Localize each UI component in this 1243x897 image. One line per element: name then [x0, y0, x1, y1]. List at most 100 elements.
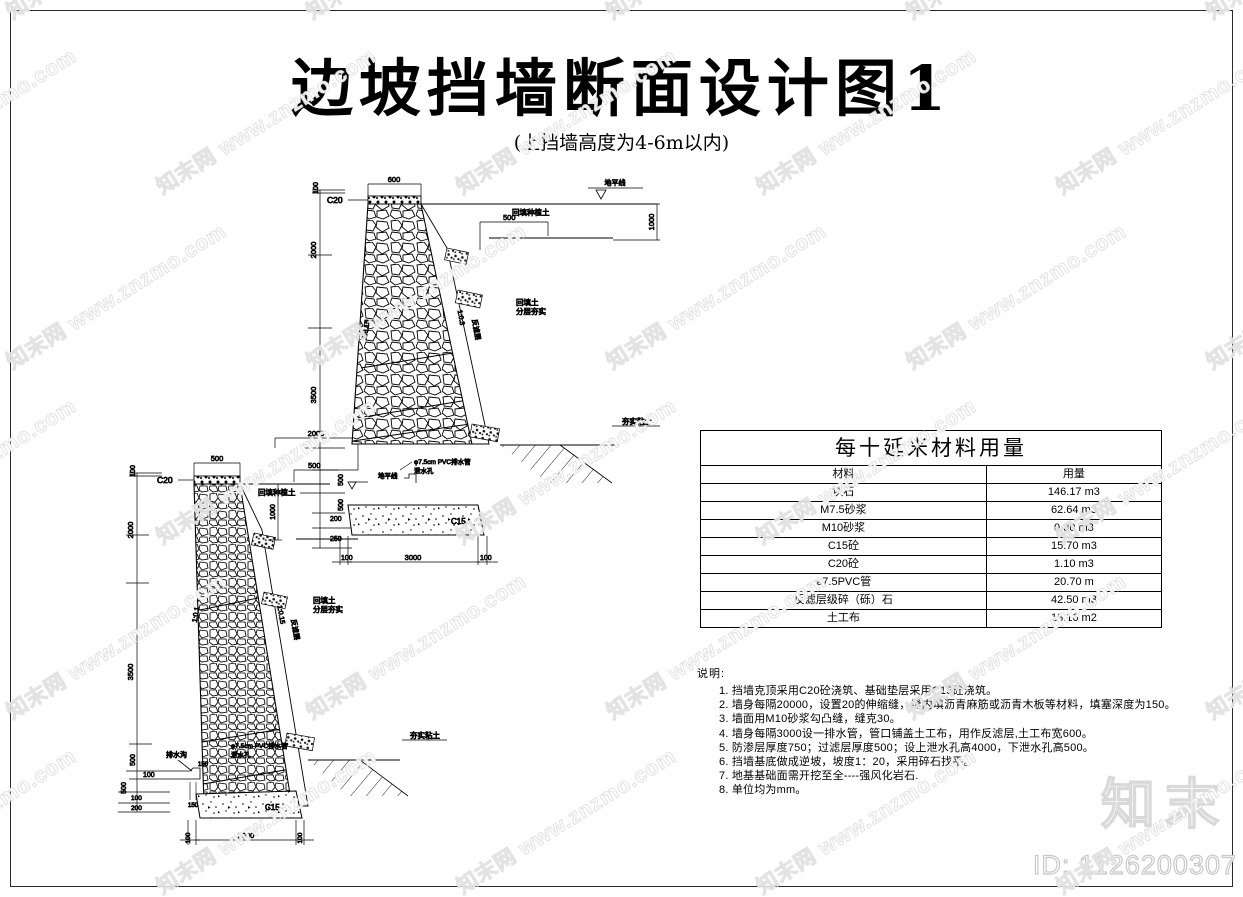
cell-quantity: 62.64 m3: [985, 501, 1163, 520]
svg-text:2000: 2000: [238, 831, 255, 840]
upper-filter-label: 反滤层: [470, 318, 483, 340]
upper-wall-section: 100 2000 3500 500 500 200 250 2000: [274, 175, 660, 565]
table-row: M10砂浆 0.30 m3: [700, 519, 1163, 538]
upper-foundation-label: C15: [451, 517, 466, 526]
lower-slope-left: 1:0.1: [192, 606, 202, 623]
upper-ditch-and-level: 地平线: [347, 471, 417, 490]
upper-dim-top-600: 600: [367, 175, 422, 196]
lower-ditch-dim: 150: [198, 762, 209, 768]
upper-backfill-layer-label-1: 回填土: [516, 297, 539, 307]
lower-backfill-layer-label-1: 回填土: [313, 595, 336, 605]
table-row: M7.5砂浆 62.64 m3: [700, 501, 1163, 520]
svg-text:500: 500: [338, 499, 345, 511]
upper-dim-step-500: 500: [479, 213, 549, 250]
svg-text:100: 100: [143, 772, 155, 779]
svg-text:1000: 1000: [647, 214, 656, 231]
cell-quantity: 42.50 m3: [985, 591, 1163, 610]
notes-list: 1. 挡墙克顶采用C20砼浇筑、基础垫层采用C15砼浇筑。 2. 墙身每隔200…: [697, 684, 1197, 798]
upper-backfill-plant-label: 回填种植土: [512, 207, 550, 217]
cell-quantity: 0.30 m3: [985, 519, 1163, 538]
notes-heading: 说明:: [697, 668, 726, 680]
svg-text:100: 100: [130, 465, 137, 477]
svg-text:500: 500: [338, 474, 345, 486]
svg-text:250: 250: [330, 536, 342, 543]
cell-quantity: 13.16 m2: [985, 609, 1163, 628]
lower-compacted-clay: 夯实粘土: [308, 730, 447, 797]
upper-drain-pipe-label: φ7.5cm PVC排水管: [414, 457, 471, 466]
table-row: 反滤层级碎（砾）石 42.50 m3: [700, 591, 1163, 610]
cell-quantity: 1.10 m3: [985, 555, 1163, 574]
lower-drainage-ditch: 排水沟 150 150: [166, 750, 209, 810]
upper-compacted-clay: 夯实粘土: [500, 416, 660, 484]
notes-block: 说明: 1. 挡墙克顶采用C20砼浇筑、基础垫层采用C15砼浇筑。 2. 墙身每…: [697, 665, 1197, 798]
upper-foundation-c15: C15: [347, 504, 485, 536]
lower-clay-label: 夯实粘土: [410, 730, 440, 740]
svg-text:100: 100: [131, 795, 142, 802]
lower-foundation-label: C15: [265, 803, 280, 812]
svg-text:100: 100: [480, 555, 492, 562]
svg-text:1:0.15: 1:0.15: [275, 605, 285, 625]
upper-cap-label: C20: [327, 195, 343, 205]
cell-material: ø7.5PVC管: [700, 573, 987, 592]
table-title-row: 每十延米材料用量: [700, 430, 1162, 466]
cell-quantity: 20.70 m: [985, 573, 1163, 592]
svg-text:地平线: 地平线: [378, 471, 398, 480]
lower-dim-top-500: 500: [193, 454, 241, 476]
upper-weep-hole-label: 泄水孔: [414, 466, 434, 475]
upper-dim-2000: 2000: [274, 429, 359, 470]
svg-text:150: 150: [188, 803, 199, 809]
upper-drain-pipe-annotation: φ7.5cm PVC排水管 泄水孔: [399, 457, 471, 475]
lower-left-dimension-chain: 100 2000 3500 500 100 500 100 200: [118, 465, 170, 813]
lower-weep-hole-label: 泄水孔: [231, 750, 251, 759]
note-item: 4. 墙身每隔3000设一排水管，管口铺盖土工布，用作反滤层,土工布宽600。: [719, 727, 1093, 740]
svg-text:500: 500: [308, 461, 321, 470]
svg-text:3500: 3500: [126, 664, 135, 681]
svg-text:500: 500: [130, 754, 137, 766]
note-item: 3. 墙面用M10砂浆勾凸缝，缝克30。: [719, 713, 901, 726]
lower-filter-label: 反滤层: [289, 618, 302, 640]
svg-text:100: 100: [185, 832, 192, 843]
svg-text:3500: 3500: [309, 387, 318, 404]
cell-material: M7.5砂浆: [700, 501, 987, 520]
note-item: 8. 单位均为mm。: [719, 784, 807, 797]
header-material: 材料: [700, 465, 987, 484]
svg-text:500: 500: [211, 454, 224, 463]
svg-text:200: 200: [330, 516, 342, 523]
svg-text:1:0.3: 1:0.3: [456, 310, 466, 326]
lower-dim-step-500: 500: [293, 461, 358, 482]
svg-text:3000: 3000: [405, 553, 422, 562]
svg-text:200: 200: [131, 805, 142, 812]
svg-text:500: 500: [503, 213, 516, 222]
svg-text:2000: 2000: [308, 429, 325, 438]
svg-text:500: 500: [121, 782, 128, 794]
lower-backfill-layer-label-2: 分层夯实: [313, 604, 343, 614]
svg-text:100: 100: [341, 555, 353, 562]
table-title: 每十延米材料用量: [700, 430, 1162, 466]
header-quantity: 用量: [985, 465, 1163, 484]
page-title: 边坡挡墙断面设计图1: [290, 52, 953, 125]
upper-base-dimension: 100 3000 100: [332, 536, 498, 565]
lower-cap-label: C20: [157, 475, 173, 485]
note-item: 2. 墙身每隔20000，设置20的伸缩缝，缝内填沥青麻筋或沥青木板等材料，填塞…: [719, 699, 1176, 712]
note-item: 5. 防渗层厚度750；过滤层厚度500；设上泄水孔高4000，下泄水孔高500…: [719, 741, 1094, 754]
upper-left-dimension-chain: 100 2000 3500 500 500 200 250: [300, 182, 352, 549]
lower-dim-1000: 1000: [268, 483, 282, 541]
table-row: 土工布 13.16 m2: [700, 609, 1163, 628]
table-row: C15砼 15.70 m3: [700, 537, 1163, 556]
cell-material: 土工布: [700, 609, 987, 628]
svg-text:600: 600: [388, 175, 401, 184]
upper-backfill-layer-label-2: 分层夯实: [516, 306, 546, 316]
lower-wall-section: 100 2000 3500 500 100 500 100 200 500: [118, 454, 447, 845]
upper-dim-1000: 1000: [613, 203, 660, 241]
svg-text:100: 100: [313, 182, 320, 194]
cell-material: 块石: [700, 483, 987, 502]
sheet-border: [10, 10, 1233, 887]
svg-text:100: 100: [297, 832, 304, 843]
table-row: ø7.5PVC管 20.70 m: [700, 573, 1163, 592]
cell-material: 反滤层级碎（砾）石: [700, 591, 987, 610]
lower-drain-pipe-label: φ7.5cm PVC排水管: [231, 741, 288, 750]
note-item: 6. 挡墙基底做成逆坡，坡度1：20，采用碎石找平。: [719, 756, 975, 769]
note-item: 7. 地基基础面需开挖至全----强风化岩石.: [719, 770, 919, 783]
